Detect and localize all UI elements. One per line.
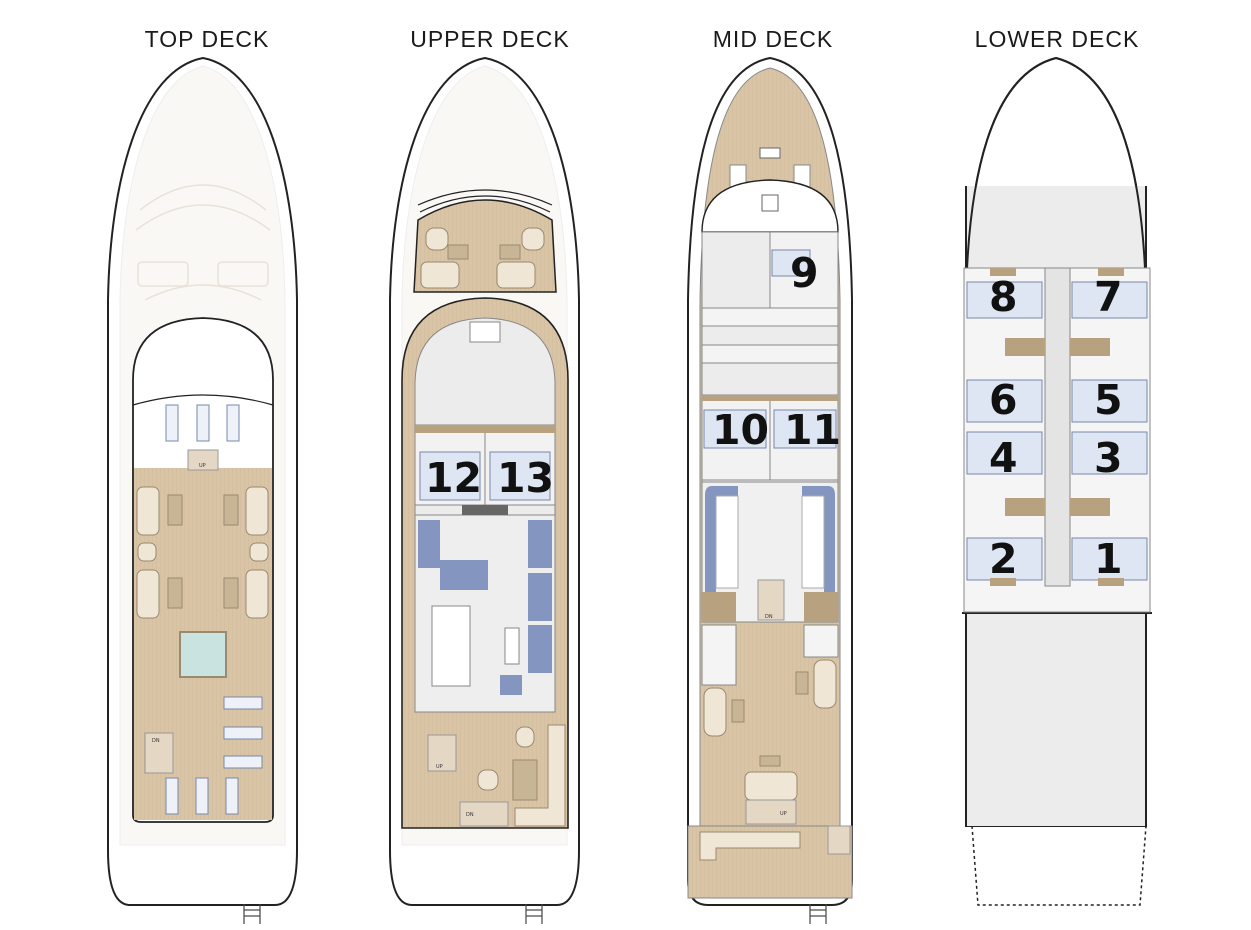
svg-text:DN: DN [466, 812, 474, 818]
svg-text:UP: UP [436, 764, 443, 770]
cabin-11-label: 11 [784, 406, 841, 454]
lower-tender-garage [971, 825, 1147, 906]
top-seating [136, 486, 269, 619]
deck-mid: 9 10 11 DN [687, 56, 853, 924]
lower-cabin-dividers [990, 268, 1124, 586]
svg-text:UP: UP [780, 811, 787, 817]
top-sunbeds-aft [165, 696, 263, 815]
deck-lower: 8 7 6 5 4 3 2 1 [962, 56, 1152, 906]
lower-corridor [1044, 267, 1071, 587]
cabin-10-label: 10 [712, 406, 769, 454]
mid-cabins-10-11 [701, 394, 839, 481]
cabin-4-label: 4 [989, 434, 1018, 482]
mid-dining: DN [701, 481, 839, 623]
svg-text:UP: UP [199, 463, 206, 469]
jacuzzi [179, 631, 227, 678]
upper-salon [414, 505, 556, 713]
cabin-12-label: 12 [425, 454, 482, 502]
deck-title-top: TOP DECK [144, 26, 270, 52]
deck-title-mid: MID DECK [712, 26, 834, 52]
deck-title-upper: UPPER DECK [410, 26, 570, 52]
top-forward-faded [135, 184, 271, 301]
upper-swim-ladder [525, 904, 543, 924]
top-stairs-down: DN [144, 732, 174, 774]
cabin-9-label: 9 [790, 249, 819, 297]
mid-aft-deck [703, 659, 837, 825]
cabin-5-label: 5 [1094, 376, 1123, 424]
upper-aft-deck: UP DN [427, 724, 566, 827]
cabin-1-label: 1 [1094, 535, 1123, 583]
cabin-3-label: 3 [1094, 434, 1123, 482]
cabin-7-label: 7 [1094, 273, 1123, 321]
lower-cabins [966, 281, 1148, 581]
svg-text:DN: DN [152, 738, 160, 744]
deck-title-lower: LOWER DECK [974, 26, 1140, 52]
top-swim-ladder [243, 904, 261, 924]
top-sunbeds-forward [165, 404, 240, 442]
upper-cabins [414, 424, 556, 506]
mid-swim-ladder [809, 904, 827, 924]
cabin-2-label: 2 [989, 535, 1018, 583]
svg-text:DN: DN [765, 614, 773, 620]
deck-top: UP DN [107, 56, 298, 924]
top-stairs-up: UP [187, 449, 219, 471]
deck-upper: 12 13 UP DN [389, 56, 580, 924]
mid-forward [701, 147, 839, 233]
cabin-8-label: 8 [989, 273, 1018, 321]
cabin-13-label: 13 [497, 454, 554, 502]
cabin-6-label: 6 [989, 376, 1018, 424]
